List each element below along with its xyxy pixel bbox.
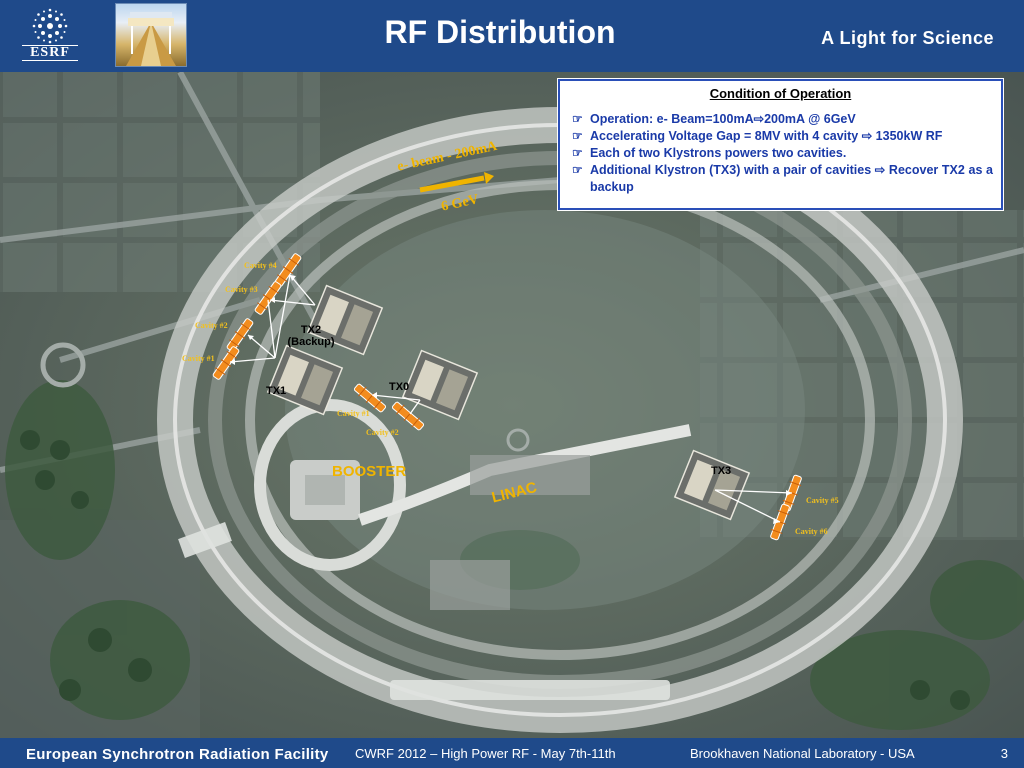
page-number: 3 <box>1000 746 1008 761</box>
tx1-label: TX1 <box>266 385 287 397</box>
klystron-tx0 <box>401 349 479 421</box>
cavity-label-tx0-1: Cavity #1 <box>337 409 370 418</box>
page-title: RF Distribution <box>384 14 616 50</box>
klystron-tx1 <box>266 344 344 416</box>
cavity-label-tx0-2: Cavity #2 <box>366 428 399 437</box>
condition-title: Condition of Operation <box>709 86 852 101</box>
feed-lines <box>229 274 793 523</box>
footer-venue: Brookhaven National Laboratory - USA <box>690 746 915 761</box>
footer-organization: European Synchrotron Radiation Facility <box>26 746 329 763</box>
cavity-label-tx3-5: Cavity #5 <box>806 496 839 505</box>
condition-box: Condition of Operation ☞Operation: e- Be… <box>558 79 1003 210</box>
cavity-tx1-1 <box>212 346 240 380</box>
booster-label: BOOSTER <box>332 463 407 480</box>
cavity-label-tx1-1: Cavity #1 <box>182 354 215 363</box>
cavity-label-tx1-2: Cavity #2 <box>195 321 228 330</box>
header-photo <box>115 3 187 67</box>
condition-item: ☞Operation: e- Beam=100mA⇨200mA @ 6GeV <box>572 112 856 126</box>
tagline: A Light for Science <box>821 28 994 48</box>
tx2-label-line2: (Backup) <box>287 336 335 348</box>
condition-item: ☞Additional Klystron (TX3) with a pair o… <box>572 163 993 194</box>
esrf-logo: ESRF <box>22 8 78 64</box>
beam-arrow <box>419 172 494 193</box>
pointing-hand-icon: ☞ <box>572 163 583 177</box>
condition-item: ☞Each of two Klystrons powers two caviti… <box>572 146 847 160</box>
esrf-starburst-icon <box>32 8 68 44</box>
pointing-hand-icon: ☞ <box>572 112 583 126</box>
footer-event: CWRF 2012 – High Power RF - May 7th-11th <box>355 746 616 761</box>
cavity-label-tx1-4: Cavity #4 <box>244 261 277 270</box>
cavity-label-tx1-3: Cavity #3 <box>225 285 258 294</box>
condition-list: ☞Operation: e- Beam=100mA⇨200mA @ 6GeV ☞… <box>560 111 1001 196</box>
tx0-label: TX0 <box>389 381 410 393</box>
footer-bar: European Synchrotron Radiation Facility … <box>0 738 1024 768</box>
klystron-tx2 <box>306 284 384 356</box>
logo-text: ESRF <box>22 45 78 61</box>
header-bar: ESRF RF Distribution A Light for Science <box>0 0 1024 72</box>
cavity-label-tx3-6: Cavity #6 <box>795 527 828 536</box>
tx2-label-line1: TX2 <box>300 324 322 336</box>
pointing-hand-icon: ☞ <box>572 146 583 160</box>
tx3-label: TX3 <box>711 465 732 477</box>
condition-item: ☞Accelerating Voltage Gap = 8MV with 4 c… <box>572 129 943 143</box>
tx2-label: TX2 (Backup) <box>283 324 339 348</box>
pointing-hand-icon: ☞ <box>572 129 583 143</box>
cavity-tx1-2 <box>226 318 254 352</box>
